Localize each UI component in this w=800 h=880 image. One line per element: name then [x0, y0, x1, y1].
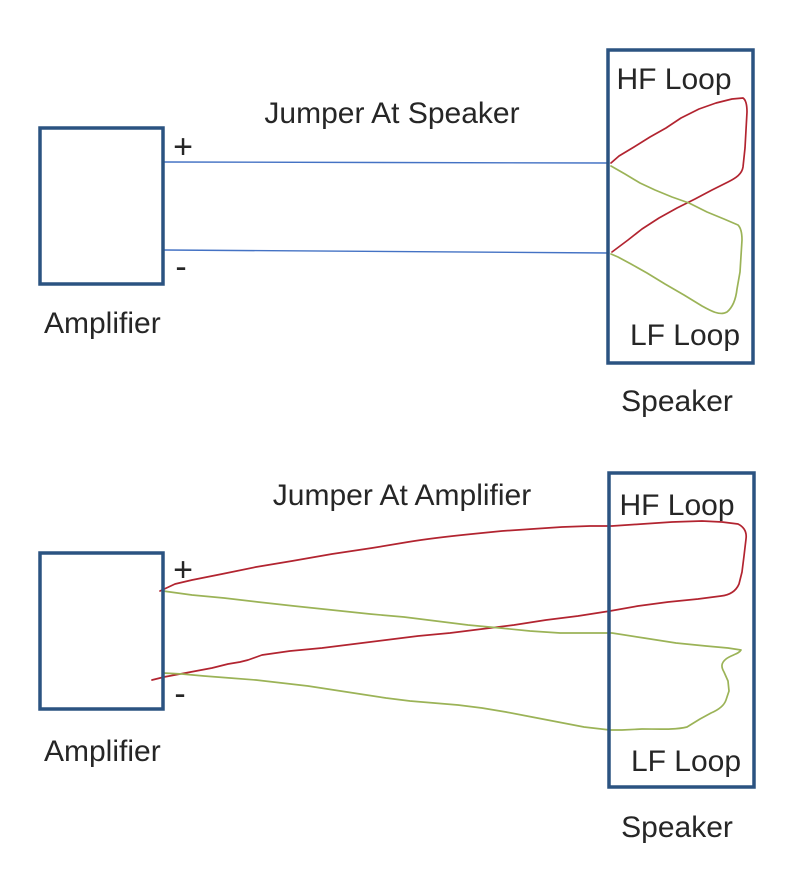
- bottom-speaker-box: [607, 471, 756, 789]
- top-lf-jumper-wire: [610, 165, 743, 315]
- top-speaker-label: Speaker: [621, 385, 733, 418]
- top-positive-cable: [163, 161, 610, 164]
- bottom-lf-run-wire: [162, 590, 742, 731]
- top-negative-cable: [163, 249, 610, 254]
- top-lf-loop-label: LF Loop: [630, 319, 740, 352]
- bottom-diagram-title: Jumper At Amplifier: [273, 479, 531, 512]
- bottom-hf-run-wire: [151, 520, 748, 681]
- top-speaker-box: [606, 48, 755, 365]
- top-amplifier-label: Amplifier: [44, 307, 161, 340]
- bottom-hf-loop-label: HF Loop: [619, 489, 734, 522]
- top-amplifier-box: [38, 126, 165, 286]
- top-positive-terminal-label: +: [173, 128, 193, 166]
- bottom-amplifier-box: [38, 551, 165, 711]
- bottom-lf-loop-label: LF Loop: [631, 745, 741, 778]
- top-hf-jumper-wire: [610, 97, 748, 253]
- top-negative-terminal-label: -: [175, 248, 186, 286]
- top-diagram-title: Jumper At Speaker: [264, 97, 519, 130]
- bottom-positive-terminal-label: +: [173, 551, 193, 589]
- bottom-amplifier-label: Amplifier: [44, 735, 161, 768]
- bottom-speaker-label: Speaker: [621, 811, 733, 844]
- bottom-negative-terminal-label: -: [174, 675, 185, 713]
- top-hf-loop-label: HF Loop: [616, 63, 731, 96]
